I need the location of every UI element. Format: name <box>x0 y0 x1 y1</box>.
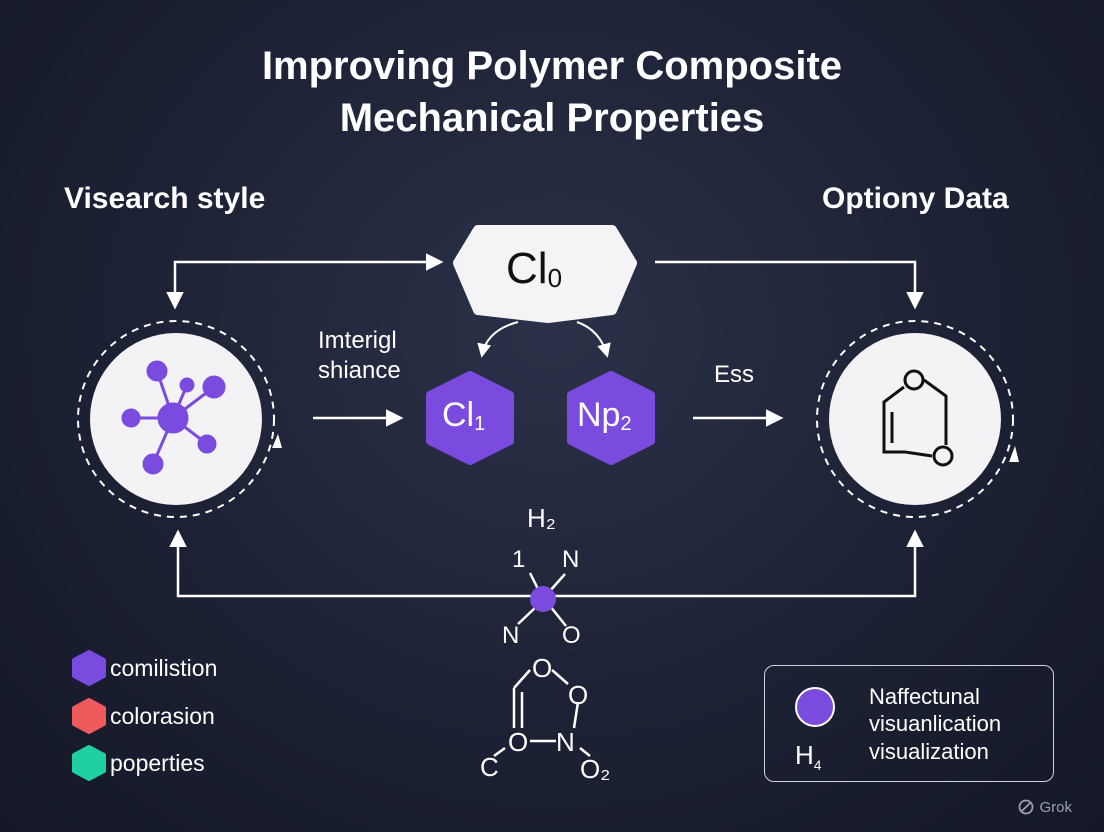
top-node-label: Cl0 <box>506 244 562 294</box>
ring-molecule-o-top: O <box>532 653 553 683</box>
right-header: Optiony Data <box>822 182 1009 215</box>
ring-molecule-n: N <box>556 727 575 757</box>
legend-item-2-label: colorasion <box>110 702 215 729</box>
left-arrow-label: Imterigl shiance <box>318 326 401 386</box>
legend-item-3: poperties <box>110 746 205 780</box>
info-dot-icon <box>795 687 835 727</box>
title-line-2: Mechanical Properties <box>339 96 765 140</box>
legend-item-2: colorasion <box>110 699 215 733</box>
right-node-circle <box>829 333 1001 505</box>
molecule-hub-icon <box>121 360 226 475</box>
left-dashed-ring <box>77 320 275 518</box>
top-node-shape <box>453 225 637 323</box>
bottom-molecule-bonds <box>517 572 567 627</box>
hex-node-cl1-shape <box>426 371 514 465</box>
hex-node-cl1-label: Cl1 <box>442 396 485 436</box>
top-node-main: Cl <box>506 244 548 293</box>
bottom-molecule-label-o-bottom: O <box>562 622 581 649</box>
info-formula-sub: 4 <box>813 757 822 774</box>
left-header: Visearch style <box>64 182 266 215</box>
hex-node-np2-main: Np <box>577 396 621 434</box>
right-arrow-label: Ess <box>714 361 755 388</box>
ring-molecule-c: C <box>480 752 499 782</box>
left-arrow-label-line-1: Imterigl <box>318 327 397 354</box>
bottom-molecule-top-label: H₂ <box>527 503 556 533</box>
info-line-1: Naffectunal <box>869 684 980 709</box>
curved-arrow-right <box>576 321 611 358</box>
legend-hex-1-icon <box>72 650 106 686</box>
legend-item-1: comilistion <box>110 651 217 685</box>
watermark-text: Grok <box>1039 798 1072 816</box>
right-dashed-ring <box>816 320 1014 518</box>
hex-node-cl1-sub: 1 <box>474 413 486 435</box>
bottom-molecule-center-atom <box>530 586 556 612</box>
connector-left-top <box>166 253 444 310</box>
ring-molecule-o2: O₂ <box>580 754 611 784</box>
ring-molecule-o-left: O <box>508 727 529 757</box>
top-node-sub: 0 <box>547 263 563 293</box>
right-ring-arrow-icon <box>1009 446 1019 462</box>
bottom-molecule-label-1: 1 <box>512 546 526 573</box>
legend-hex-3-icon <box>72 745 106 781</box>
ring-molecule-o-right: O <box>568 680 589 710</box>
left-arrow-label-line-2: shiance <box>318 357 401 384</box>
info-formula-main: H <box>795 740 814 770</box>
title-line-1: Improving Polymer Composite <box>261 44 843 88</box>
ring-molecule-bonds <box>493 669 591 758</box>
left-ring-arrow-icon <box>272 434 282 448</box>
bottom-molecule-label-n-bottom: N <box>502 622 520 649</box>
info-formula: H4 <box>795 740 822 773</box>
hex-node-np2-sub: 2 <box>620 413 632 435</box>
watermark: Grok <box>1017 798 1072 816</box>
legend-hex-2-icon <box>72 698 106 734</box>
hex-node-cl1-main: Cl <box>442 396 475 434</box>
info-box: Naffectunal visuanlication visualization… <box>764 665 1054 782</box>
ring-structure-icon <box>882 369 954 467</box>
grok-logo-icon <box>1019 799 1034 815</box>
bottom-molecule-label-n-top: N <box>562 546 580 573</box>
legend-item-1-label: comilistion <box>110 654 218 681</box>
info-line-3: visualization <box>869 739 989 764</box>
hex-node-np2-label: Np2 <box>577 396 632 436</box>
hex-node-np2-shape <box>567 371 655 465</box>
connector-right-top <box>655 260 924 310</box>
page-title: Improving Polymer Composite Mechanical P… <box>0 40 1104 144</box>
curved-arrow-left <box>477 321 519 358</box>
legend-item-3-label: poperties <box>110 749 205 776</box>
info-line-2: visuanlication <box>869 711 1002 736</box>
